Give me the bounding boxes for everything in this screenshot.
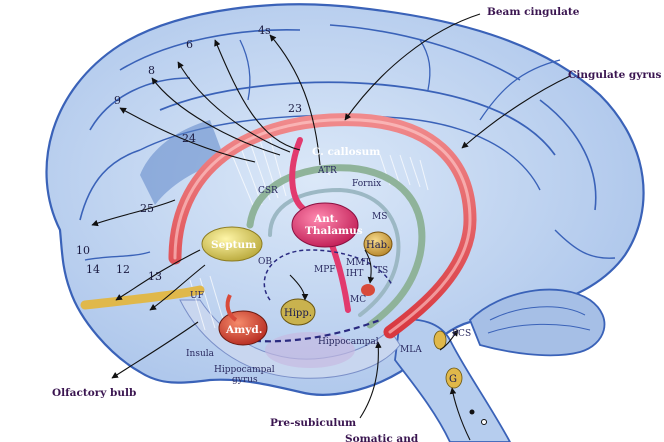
thalamus-stem [289, 137, 308, 213]
area-8: 8 [148, 64, 155, 77]
area-12: 12 [116, 263, 130, 276]
label-hipp: Hipp. [284, 308, 312, 319]
label-c-callosum: C. callosum [312, 146, 380, 158]
label-hippocampal-gyrus-1: Hippocampal [214, 365, 275, 375]
pcs-node [433, 330, 447, 350]
habenula-shape [363, 231, 393, 257]
label-pre-subiculum: Pre-subiculum [270, 417, 356, 429]
area-13: 13 [148, 270, 162, 283]
label-hippocampal: Hippocampal [318, 337, 379, 347]
label-uf: UF [190, 291, 204, 301]
label-ms: MS [372, 212, 387, 222]
area-10: 10 [76, 244, 90, 257]
label-beam-cingulate: Beam cingulate [487, 6, 580, 18]
area-14: 14 [86, 263, 100, 276]
label-csr: CSR [258, 186, 278, 196]
amygdala-shape [218, 310, 268, 346]
area-9: 9 [114, 94, 121, 107]
label-mc: MC [350, 295, 366, 305]
annotation-arrows [91, 13, 571, 441]
label-hab: Hab. [366, 240, 390, 251]
label-fornix: Fornix [352, 179, 381, 189]
dot-2 [481, 419, 487, 425]
area-25: 25 [140, 202, 154, 215]
label-olfactory-bulb: Olfactory bulb [52, 387, 136, 399]
hippocampus-shape [280, 298, 316, 326]
label-somatic-and: Somatic and [345, 433, 419, 442]
fornix-arc [246, 164, 426, 329]
label-hippocampal-gyrus-2: gyrus [232, 375, 258, 385]
label-g: G [449, 374, 457, 385]
label-atr: ATR [317, 166, 337, 176]
thalamus-shape [291, 202, 359, 248]
label-amyd: Amyd. [225, 324, 262, 336]
area-6: 6 [186, 38, 193, 51]
label-cingulate-gyrus: Cingulate gyrus [568, 69, 662, 81]
label-mmt: MMT [346, 258, 370, 268]
area-23: 23 [288, 102, 302, 115]
cerebellum [468, 288, 606, 357]
olfactory-tract [80, 285, 205, 310]
label-septum: Septum [211, 239, 256, 251]
mammillary-shape [361, 284, 375, 296]
dot-1 [469, 409, 475, 415]
label-insula: Insula [186, 349, 215, 359]
label-mla: MLA [400, 345, 422, 355]
label-ts: TS [376, 266, 388, 276]
septum-shape [201, 226, 263, 262]
area-4s: 4s [258, 24, 271, 37]
label-thalamus: Thalamus [305, 225, 363, 237]
label-mpf: MPF [314, 265, 336, 275]
label-iht: IHT [346, 269, 363, 279]
label-ob: OB [258, 257, 272, 267]
label-pcs: PCS [452, 329, 471, 339]
dashed-tract [244, 318, 381, 343]
label-ant: Ant. [313, 213, 338, 225]
area-24: 24 [182, 132, 196, 145]
